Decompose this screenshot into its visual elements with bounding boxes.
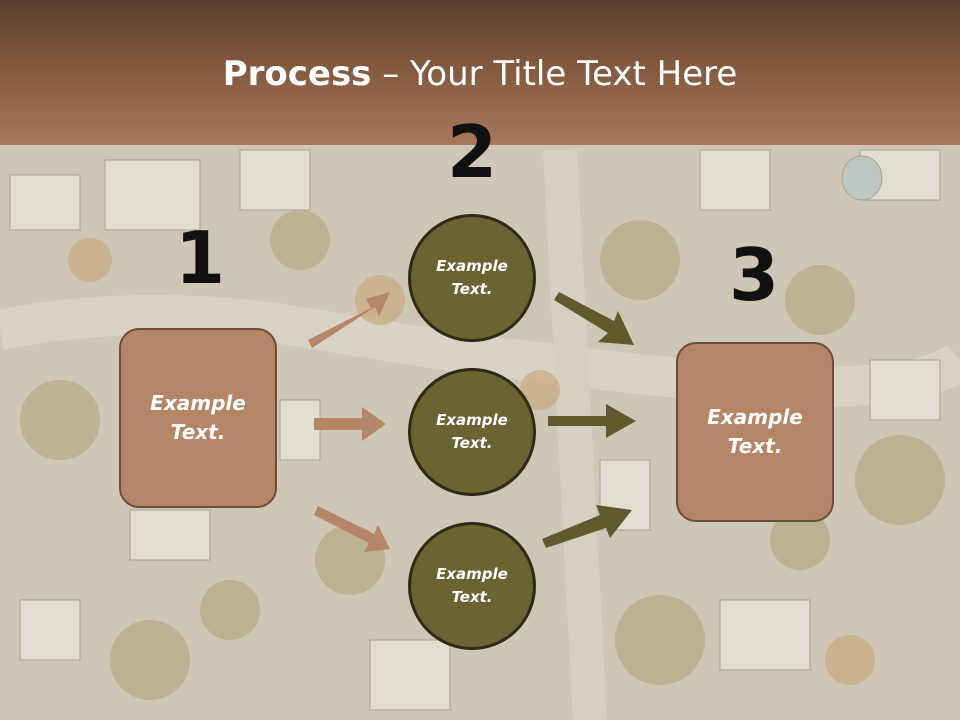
circle-step-top: Example Text. xyxy=(408,214,536,342)
right-process-box: Example Text. xyxy=(676,342,834,522)
title-header-bar xyxy=(0,0,960,145)
arrow-right-tan xyxy=(314,407,386,441)
arrow-down-right-tan xyxy=(314,506,390,552)
slide-title-bold: Process xyxy=(222,54,372,94)
left-process-box: Example Text. xyxy=(119,328,277,508)
tan-arrows xyxy=(308,292,390,552)
circle-bottom-text: Example Text. xyxy=(436,565,508,606)
circle-middle-text: Example Text. xyxy=(436,411,508,452)
arrow-up-right-tan xyxy=(308,292,390,348)
arrow-down-right-olive xyxy=(554,292,634,345)
arrow-right-olive xyxy=(548,404,636,438)
slide-title: Process – Your Title Text Here xyxy=(0,52,960,96)
slide-title-rest: – Your Title Text Here xyxy=(371,54,738,94)
arrow-up-right-olive xyxy=(542,505,632,548)
circle-step-bottom: Example Text. xyxy=(408,522,536,650)
step-number-3: 3 xyxy=(728,233,780,317)
step-number-2: 2 xyxy=(446,110,498,194)
step-number-1: 1 xyxy=(174,216,226,300)
circle-step-middle: Example Text. xyxy=(408,368,536,496)
olive-arrows xyxy=(542,292,636,548)
circle-top-text: Example Text. xyxy=(436,257,508,298)
right-box-text: Example Text. xyxy=(707,405,803,458)
left-box-text: Example Text. xyxy=(150,391,246,444)
